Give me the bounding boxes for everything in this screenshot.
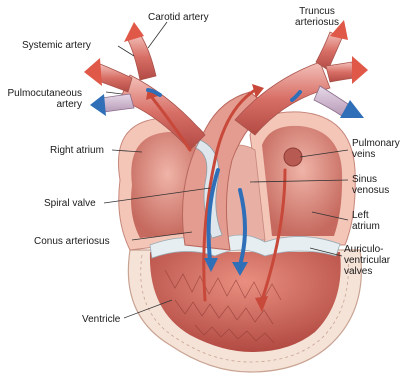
label-conus-arteriosus: Conus arteriosus	[34, 236, 110, 247]
label-av-valves: Auriculo- ventricular valves	[344, 244, 390, 277]
pulmocutaneous-artery-left	[102, 94, 134, 112]
label-sinus-venosus-line1: Sinus	[352, 174, 389, 185]
label-truncus-arteriosus: Truncus arteriosus	[287, 6, 347, 28]
label-carotid-artery: Carotid artery	[148, 12, 209, 23]
label-av-valves-line2: ventricular	[344, 255, 390, 266]
label-pulmocutaneous-line1: Pulmocutaneous	[2, 88, 82, 99]
carotid-artery-left	[128, 34, 156, 80]
pulmocutaneous-artery-right	[314, 86, 348, 116]
systemic-arrow-right	[352, 56, 368, 84]
label-left-atrium: Left atrium	[352, 210, 380, 232]
label-av-valves-line3: valves	[344, 266, 390, 277]
label-left-atrium-line1: Left	[352, 210, 380, 221]
label-sinus-venosus-line2: venosus	[352, 185, 389, 196]
systemic-arrow-left	[84, 58, 102, 86]
label-truncus-line2: arteriosus	[287, 17, 347, 28]
label-av-valves-line1: Auriculo-	[344, 244, 390, 255]
label-ventricle: Ventricle	[82, 314, 120, 325]
label-right-atrium: Right atrium	[50, 145, 104, 156]
systemic-artery-right	[326, 62, 354, 82]
label-pulmocutaneous-artery: Pulmocutaneous artery	[2, 88, 82, 110]
label-pulmonary-veins: Pulmonary veins	[352, 138, 400, 160]
label-truncus-line1: Truncus	[287, 6, 347, 17]
label-systemic-artery: Systemic artery	[22, 40, 91, 51]
pulmocutaneous-arrow-left	[90, 94, 106, 116]
label-sinus-venosus: Sinus venosus	[352, 174, 389, 196]
label-pulmonary-veins-line1: Pulmonary	[352, 138, 400, 149]
pulmonary-vein-opening	[284, 148, 302, 166]
label-spiral-valve: Spiral valve	[44, 198, 96, 209]
label-left-atrium-line2: atrium	[352, 221, 380, 232]
label-pulmocutaneous-line2: artery	[2, 99, 82, 110]
label-pulmonary-veins-line2: veins	[352, 149, 400, 160]
